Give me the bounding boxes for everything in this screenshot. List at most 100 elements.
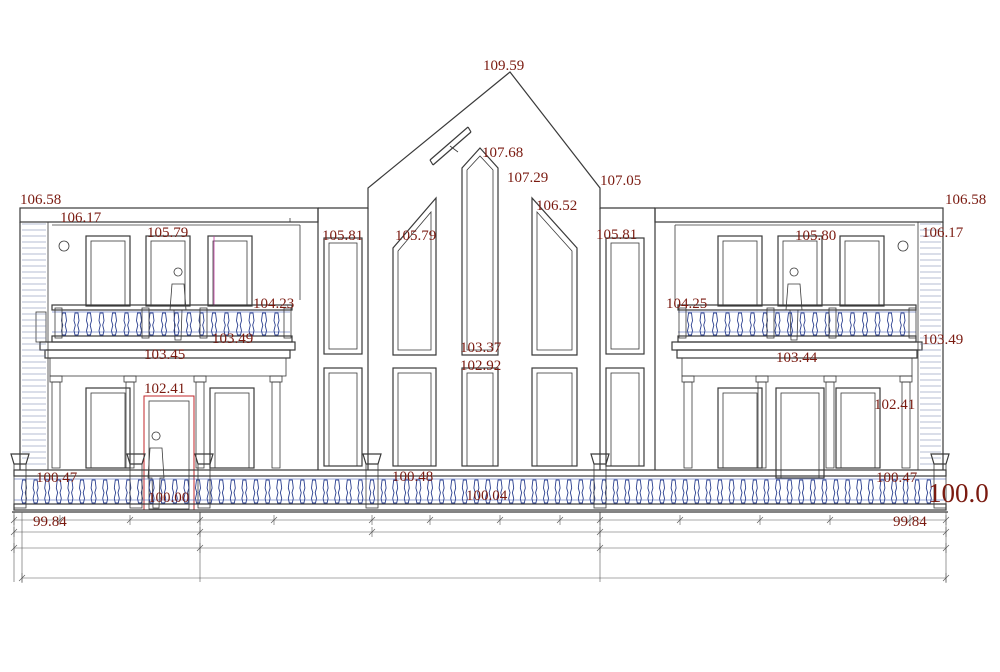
baluster	[763, 479, 770, 504]
label-left-cornice: 106.58	[20, 192, 61, 208]
baluster	[687, 312, 693, 336]
urn-pedestal	[197, 463, 211, 509]
label-left-rail: 104.23	[253, 296, 294, 312]
baluster	[195, 479, 201, 504]
dimension-slash	[270, 516, 278, 524]
baluster	[774, 312, 781, 336]
right-balcony-base	[677, 335, 917, 343]
central-gable	[317, 71, 656, 470]
left-balcony-end	[35, 311, 47, 343]
baluster	[161, 312, 167, 336]
column-capital	[193, 375, 207, 383]
baluster	[223, 312, 230, 336]
center-left-angled-window	[392, 196, 437, 356]
baluster	[44, 479, 51, 504]
balconies	[22, 223, 941, 469]
label-gable-eave: 107.05	[600, 173, 641, 189]
baluster	[345, 479, 352, 504]
column-shaft	[195, 381, 205, 469]
dimension-lines	[10, 512, 950, 583]
label-left-balcony-floor: 103.49	[212, 331, 253, 347]
balcony-post	[678, 307, 687, 339]
column-capital	[123, 375, 137, 383]
baluster	[809, 479, 816, 504]
baluster	[264, 479, 271, 504]
dimension-slash	[556, 516, 564, 524]
label-right-win-top: 105.80	[795, 228, 836, 244]
baluster	[914, 479, 921, 504]
baluster	[874, 312, 881, 336]
baluster	[531, 479, 538, 504]
terrace-rail	[13, 469, 947, 477]
baluster	[186, 312, 192, 336]
baluster	[273, 312, 280, 336]
balcony-post	[54, 307, 63, 339]
baluster	[86, 312, 92, 336]
baluster	[380, 479, 387, 504]
label-left-terrace: 100.47	[36, 470, 78, 486]
baluster	[844, 479, 851, 504]
baluster	[90, 479, 97, 504]
label-center-floor: 100.04	[466, 488, 508, 504]
baluster	[712, 312, 718, 336]
baluster	[519, 479, 526, 504]
baluster	[543, 479, 549, 504]
urn-pedestal	[933, 463, 947, 509]
label-center-sill-top: 103.37	[460, 340, 502, 356]
baluster	[899, 312, 906, 336]
baluster	[211, 312, 217, 336]
dimension-slash	[368, 516, 376, 524]
baluster	[751, 479, 758, 504]
baluster	[887, 312, 893, 336]
label-right-parapet: 106.17	[922, 225, 964, 241]
baluster	[32, 479, 39, 504]
baluster	[450, 479, 457, 504]
baluster	[357, 479, 364, 504]
baluster	[635, 479, 642, 504]
dimension-slash	[906, 516, 914, 524]
left-balcony-base	[51, 335, 293, 343]
baluster	[485, 479, 491, 504]
baluster	[183, 479, 190, 504]
baluster	[647, 479, 654, 504]
balcony-post	[828, 307, 837, 339]
label-right-ground: 99.84	[893, 514, 927, 530]
label-right-terrace: 100.47	[876, 470, 918, 486]
baluster	[136, 312, 142, 336]
label-ridge-inner: 107.68	[482, 145, 523, 161]
baluster	[891, 479, 897, 504]
terrace-balustrade	[10, 453, 950, 522]
baluster	[798, 479, 805, 504]
column-capital	[49, 375, 63, 383]
dimension-slash	[496, 516, 504, 524]
urn-pedestal	[129, 463, 143, 509]
label-ground-big: 100.0	[928, 478, 989, 508]
label-left-slab: 103.45	[144, 347, 185, 363]
balcony-post	[908, 307, 917, 339]
baluster	[856, 479, 863, 504]
baluster	[102, 479, 109, 504]
baluster	[902, 479, 909, 504]
dimension-slash	[756, 516, 764, 524]
baluster	[670, 479, 677, 504]
baluster	[749, 312, 756, 336]
baluster	[812, 312, 818, 336]
baluster	[229, 479, 236, 504]
right-wing	[654, 207, 944, 479]
baluster	[261, 312, 267, 336]
baluster	[612, 479, 619, 504]
baluster	[253, 479, 259, 504]
baluster	[123, 312, 130, 336]
baluster	[849, 312, 856, 336]
label-right-rail: 104.25	[666, 296, 707, 312]
elevation-labels: 109.59 107.68 107.29 107.05 106.52 106.5…	[20, 58, 989, 530]
baluster	[438, 479, 445, 504]
baluster	[724, 312, 731, 336]
column-capital	[755, 375, 769, 383]
baluster	[837, 312, 843, 336]
column-capital	[899, 375, 913, 383]
baluster	[299, 479, 306, 504]
balcony-post	[199, 307, 208, 339]
urn-pedestal	[593, 463, 607, 509]
